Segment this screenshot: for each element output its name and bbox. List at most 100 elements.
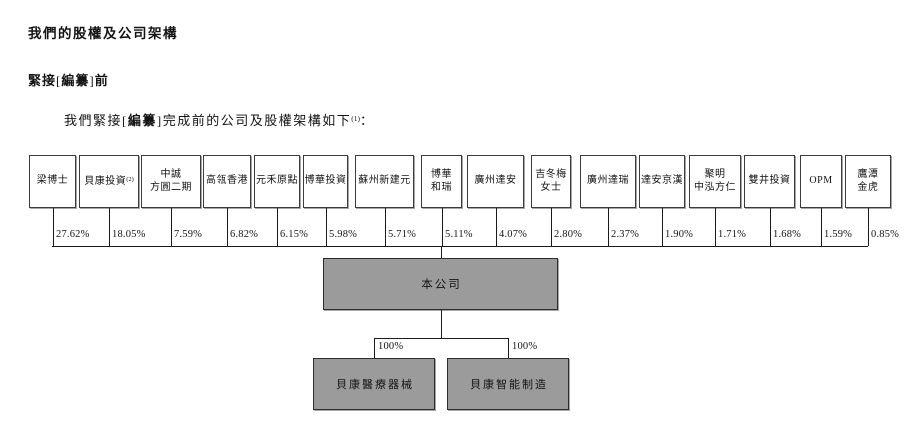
shareholder-name: 博華投資 [304,175,347,187]
shareholder-box: 聚明中泓方仁 [689,155,741,208]
shareholder-stem [662,208,663,246]
shareholder-box: 博華投資 [303,155,348,208]
shareholding-percentage: 5.71% [388,229,417,240]
shareholder-stem [496,208,497,246]
subsidiary-box-medical: 貝康醫療器械 [313,358,435,410]
shareholder-name-line: 中泓方仁 [694,182,736,195]
shareholder-stem [171,208,172,246]
company-down-line [441,310,442,338]
shareholding-percentage: 2.80% [554,229,583,240]
section-heading: 緊接[編纂]前 [28,70,109,89]
intro-pre: 我們緊接 [64,113,123,128]
shareholder-box: 雙井投資 [744,155,795,208]
subsidiary-name: 貝康醫療器械 [336,379,414,391]
shareholder-name-line: 雙井投資 [749,175,791,188]
shareholder-stem [277,208,278,246]
shareholder-name: 金虎 [857,181,879,193]
shareholder-name: 吉冬梅 [535,169,567,180]
intro-mid: 完成前的公司及股權架構如下 [162,113,352,128]
shareholder-name-line: 高瓴香港 [206,175,248,188]
shareholder-name: 鷹潭 [857,169,879,180]
heading-post: 前 [94,73,109,88]
subsidiary-box-manufacturing: 貝康智能制造 [447,358,569,410]
shareholder-name-line: 元禾原點 [256,175,298,188]
company-name: 本公司 [421,279,462,291]
shareholder-name-line: 蘇州新建元 [358,175,411,188]
shareholder-name: 廣州達安 [474,175,517,187]
subsidiary-name: 貝康智能制造 [470,379,548,391]
shareholder-stem [109,208,110,246]
page-title: 我們的股權及公司架構 [28,26,178,41]
shareholding-percentage: 18.05% [112,229,146,240]
shareholder-box: 元禾原點 [254,155,300,208]
heading-pre: 緊接 [28,73,57,88]
shareholder-name: 蘇州新建元 [358,175,411,187]
shareholder-box: 鷹潭金虎 [845,155,891,208]
shareholder-name-line: 和瑞 [431,182,452,195]
shareholder-name-line: 貝康投資(2) [84,174,134,189]
shareholder-name-line: 梁博士 [37,175,69,188]
shareholding-percentage: 4.07% [499,229,528,240]
intro-tail: ： [359,113,375,128]
shareholder-stem [821,208,822,246]
shareholder-name: 元禾原點 [256,175,298,187]
shareholder-name: 雙井投資 [748,175,791,187]
shareholder-stem [227,208,228,246]
shareholder-stem [770,208,771,246]
shareholder-name: 和瑞 [431,181,452,193]
shareholder-stem [608,208,609,246]
intro-bracket-open: [ [122,113,128,128]
intro-bracket-text: 編纂 [127,113,157,128]
shareholder-name: 中泓方仁 [694,181,736,193]
bracket-open: [ [56,73,62,88]
shareholding-percentage: 1.59% [824,229,853,240]
shareholder-box: 廣州達安 [467,155,524,208]
intro-bracket-close: ] [156,113,163,128]
shareholder-name: 梁博士 [36,175,69,187]
shareholder-name: 中誠 [160,169,182,180]
shareholder-name: OPM [809,175,833,187]
heading-bracket-text: 編纂 [61,73,90,88]
shareholder-box: 中誠方圓二期 [141,155,201,208]
shareholding-percentage: 6.15% [280,229,309,240]
ownership-percentage: 100% [378,341,404,352]
shareholder-stem [326,208,327,246]
shareholding-percentage: 27.62% [56,229,90,240]
shareholding-percentage: 5.11% [445,229,473,240]
shareholder-name-line: 廣州達安 [475,175,517,188]
shareholder-name-line: 方圓二期 [150,182,192,195]
shareholder-stem [868,208,869,246]
shareholder-stem [385,208,386,246]
company-box: 本公司 [323,258,558,310]
shareholder-name-line: 吉冬梅 [535,169,567,182]
intro-paragraph: 我們緊接[編纂]完成前的公司及股權架構如下(1)： [64,110,375,129]
shareholder-name-line: 金虎 [858,182,879,195]
shareholder-name: 博華 [431,169,452,180]
shareholder-name-line: 達安京漢 [641,175,683,188]
bracket-close: ] [89,73,95,88]
shareholder-name-line: 博華 [431,169,452,182]
subsidiary-branch-line [374,338,508,339]
shareholder-box: 博華和瑞 [421,155,462,208]
shareholder-box: 梁博士 [29,155,76,208]
footnote-marker-2: (2) [126,176,134,184]
shareholding-percentage: 5.98% [329,229,358,240]
shareholder-name-line: 博華投資 [305,175,347,188]
shareholding-percentage: 1.90% [665,229,694,240]
shareholding-percentage: 0.85% [871,229,900,240]
shareholder-name: 女士 [540,181,562,193]
shareholder-box: 吉冬梅女士 [531,155,571,208]
shareholder-name: 方圓二期 [150,181,192,193]
shareholder-stem [53,208,54,246]
shareholding-percentage: 1.71% [718,229,747,240]
shareholder-name: 高瓴香港 [206,175,248,187]
shareholder-name-line: OPM [809,175,832,188]
shareholder-name-line: 鷹潭 [858,169,879,182]
shareholder-box: 蘇州新建元 [355,155,414,208]
shareholder-stem [442,208,443,246]
shareholder-name-line: 廣州達瑞 [587,175,629,188]
shareholder-stem [715,208,716,246]
shareholder-name: 達安京漢 [641,175,683,187]
shareholder-name-line: 中誠 [161,169,182,182]
